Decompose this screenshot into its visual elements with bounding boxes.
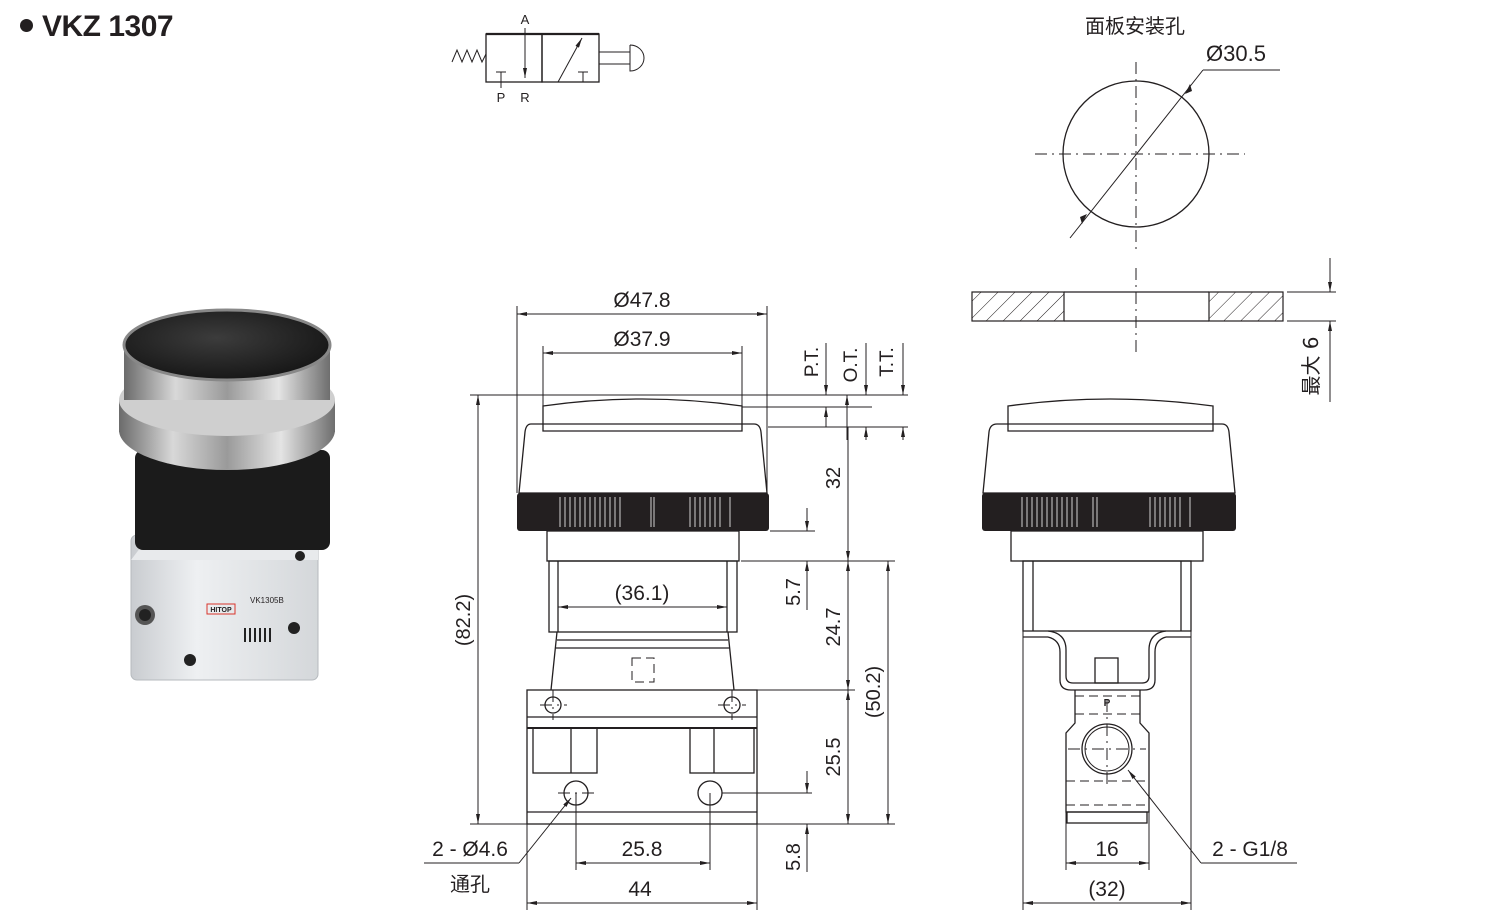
panel-hole-diameter: Ø30.5	[1206, 41, 1266, 66]
port-p-label: P	[497, 90, 506, 105]
model-name: VKZ 1307	[42, 10, 174, 43]
dim-collar-height: 5.7	[783, 578, 805, 606]
dim-hole-spacing: 25.8	[622, 838, 663, 861]
dim-port-thread: 2 - G1/8	[1212, 838, 1288, 861]
valve-symbol: A P R	[451, 12, 645, 105]
port-r-label: R	[520, 90, 529, 105]
label-overtravel: O.T.	[841, 348, 862, 383]
dim-outer-diameter: Ø47.8	[613, 289, 670, 312]
side-port-label: P	[1104, 698, 1111, 709]
dim-base-offset: 5.8	[783, 843, 805, 871]
product-photo: HITOP VK1305B	[119, 308, 335, 681]
mount-holes-note: 通孔	[450, 872, 490, 896]
photo-model-label: VK1305B	[250, 596, 284, 605]
dim-button-diameter: Ø37.9	[613, 328, 670, 351]
panel-hole-heading: 面板安装孔	[1085, 14, 1185, 38]
dim-mount-holes: 2 - Ø4.6	[432, 838, 508, 861]
model-title: VKZ 1307	[20, 10, 174, 44]
dim-body-height: 25.5	[823, 738, 845, 777]
dim-mid-height: 24.7	[823, 608, 845, 647]
panel-hole-drawing: 面板安装孔 Ø30.5 最大 6	[971, 14, 1336, 402]
photo-brand-label: HITOP	[210, 607, 232, 614]
dim-mount-width: (36.1)	[615, 582, 670, 605]
label-pretravel: P.T.	[802, 347, 823, 377]
dim-body-width: 44	[628, 878, 652, 901]
dim-body-depth: (32)	[1088, 878, 1125, 901]
label-total-travel: T.T.	[877, 347, 898, 377]
port-a-label: A	[521, 12, 530, 27]
front-view-drawing: Ø47.8 Ø37.9 P.T. O.T. T.T. 32 5.7 24.7	[424, 289, 908, 910]
dim-port-spacing: 16	[1095, 838, 1118, 861]
dim-head-height: 32	[823, 467, 845, 489]
dim-total-height: (82.2)	[453, 594, 475, 646]
side-view-drawing: P 16 (32) 2 - G1/8	[982, 398, 1297, 910]
bullet-icon	[20, 18, 33, 32]
panel-max-thickness: 最大 6	[1299, 336, 1323, 395]
dim-lower-height: (50.2)	[863, 666, 885, 718]
